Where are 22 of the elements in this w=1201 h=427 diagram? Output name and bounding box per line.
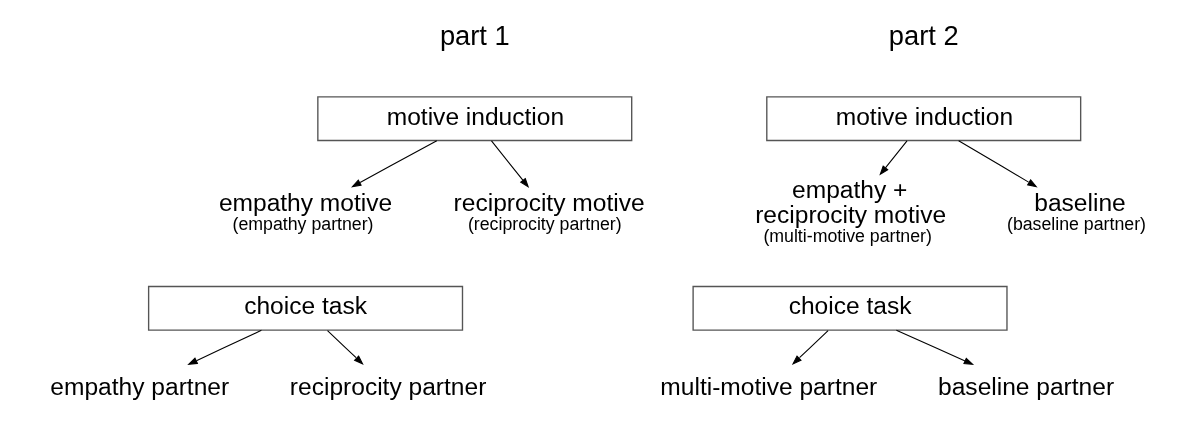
label: part 1 bbox=[439, 19, 510, 51]
node-text: baseline partner bbox=[937, 372, 1114, 400]
node-box: choice task bbox=[691, 285, 1008, 331]
node-text: empathy + reciprocity motive (multi-motive partner) bbox=[754, 176, 946, 247]
node-text: multi-motive partner bbox=[659, 372, 877, 400]
node-box: motive induction bbox=[765, 96, 1081, 142]
arrow bbox=[490, 140, 529, 189]
node-text: baseline (baseline partner) bbox=[1006, 188, 1146, 234]
node-text: empathy motive (empathy partner) bbox=[218, 188, 392, 234]
node-text: empathy partner bbox=[49, 372, 229, 400]
arrow bbox=[186, 329, 262, 365]
node-box: choice task bbox=[147, 285, 463, 331]
arrow bbox=[791, 330, 829, 365]
node-text: reciprocity partner bbox=[289, 372, 486, 400]
arrow bbox=[957, 140, 1038, 188]
label: part 2 bbox=[888, 19, 959, 51]
arrow bbox=[326, 330, 364, 365]
node-text: reciprocity motive (reciprocity partner) bbox=[453, 188, 645, 234]
arrow bbox=[878, 140, 908, 176]
arrow bbox=[895, 329, 974, 365]
arrow bbox=[350, 140, 437, 188]
node-box: motive induction bbox=[316, 96, 632, 142]
